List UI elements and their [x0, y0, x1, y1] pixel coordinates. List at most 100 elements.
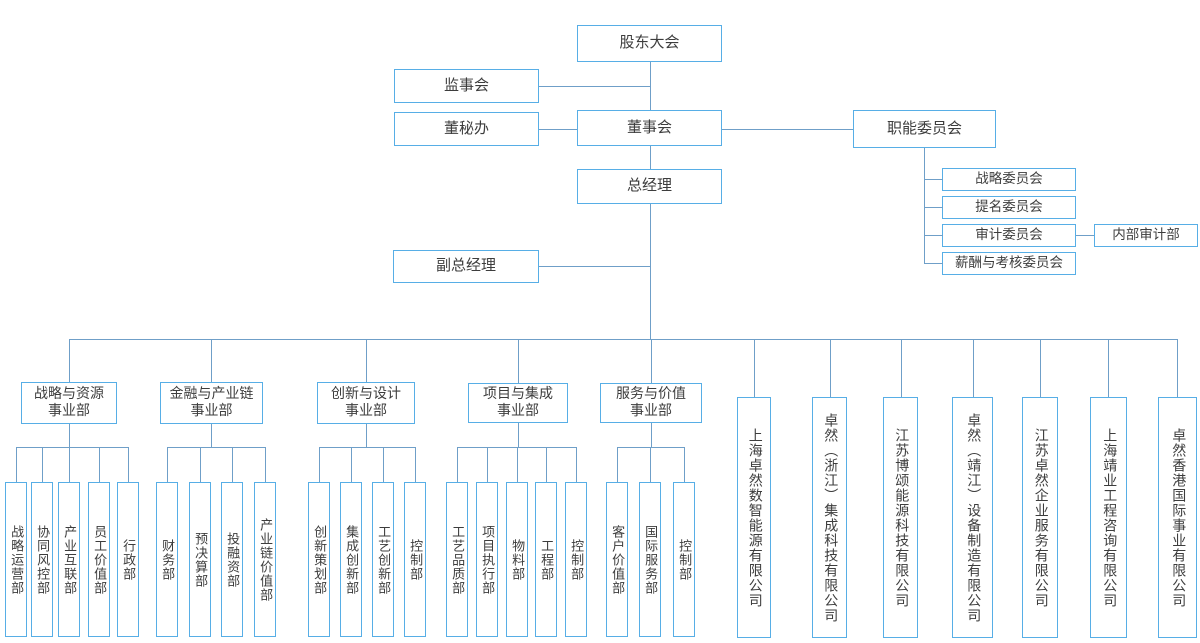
connector-line	[684, 447, 685, 482]
connector-line	[539, 129, 577, 130]
node-label: 卓然香港国际事业有限公司	[1170, 427, 1186, 608]
node-internal-audit-dept: 内部审计部	[1094, 224, 1198, 247]
connector-line	[457, 447, 458, 482]
connector-line	[319, 447, 320, 482]
node-label: 集成创新部	[344, 524, 360, 595]
connector-line	[232, 447, 233, 482]
connector-line	[69, 447, 70, 482]
node-label: 行政部	[121, 538, 137, 581]
node-label: 战略运营部	[9, 524, 25, 595]
node-division-strategy-resources: 战略与资源 事业部	[21, 382, 117, 424]
node-company-shanghai-zhuoran-digital-energy: 上海卓然数智能源有限公司	[737, 397, 771, 638]
connector-line	[924, 179, 943, 180]
node-dept-administration: 行政部	[117, 482, 139, 637]
node-dept-project-execution: 项目执行部	[476, 482, 498, 637]
connector-line	[722, 129, 853, 130]
node-label: 监事会	[443, 77, 489, 94]
connector-line	[167, 447, 168, 482]
node-label: 产业互联部	[62, 524, 78, 595]
connector-line	[576, 447, 577, 482]
node-label: 卓然（浙江）集成科技有限公司	[822, 412, 838, 623]
node-company-zhuoran-hongkong-international: 卓然香港国际事业有限公司	[1158, 397, 1197, 638]
node-dept-engineering: 工程部	[535, 482, 557, 637]
connector-line	[99, 447, 100, 482]
node-label: 创新策划部	[312, 524, 328, 595]
node-label: 服务与价值 事业部	[616, 386, 686, 420]
node-dept-employee-value: 员工价值部	[88, 482, 110, 637]
connector-line	[546, 447, 547, 482]
connector-line	[16, 447, 17, 482]
node-supervisory-board: 监事会	[394, 69, 539, 103]
connector-line	[924, 207, 943, 208]
node-company-zhuoran-zhejiang-integrated-tech: 卓然（浙江）集成科技有限公司	[812, 397, 847, 638]
node-committee-compensation-assessment: 薪酬与考核委员会	[942, 252, 1076, 275]
node-label: 控制部	[569, 538, 585, 581]
connector-line	[487, 447, 488, 482]
node-label: 预决算部	[193, 531, 209, 588]
connector-line	[69, 424, 70, 447]
node-label: 副总经理	[435, 258, 496, 275]
node-label: 股东大会	[619, 35, 680, 52]
node-label: 控制部	[677, 538, 693, 581]
connector-line	[319, 447, 416, 448]
connector-line	[167, 447, 266, 448]
node-label: 国际服务部	[643, 524, 659, 595]
node-committee-nomination: 提名委员会	[942, 196, 1076, 219]
node-dept-process-innovation: 工艺创新部	[372, 482, 394, 637]
connector-line	[265, 447, 266, 482]
connector-line	[1108, 339, 1109, 397]
node-label: 员工价值部	[92, 524, 108, 595]
node-dept-materials: 物料部	[506, 482, 528, 637]
connector-line	[518, 339, 519, 383]
node-company-jiangsu-zhuoran-enterprise-service: 江苏卓然企业服务有限公司	[1022, 397, 1058, 638]
node-shareholders-meeting: 股东大会	[577, 25, 722, 62]
node-label: 总经理	[626, 178, 672, 195]
connector-line	[651, 339, 652, 383]
connector-line	[42, 447, 43, 482]
node-label: 客户价值部	[610, 524, 626, 595]
connector-line	[366, 339, 367, 382]
node-label: 薪酬与考核委员会	[955, 255, 1063, 271]
node-dept-control-service-div: 控制部	[673, 482, 695, 637]
connector-line	[1177, 339, 1178, 397]
node-committee-strategy: 战略委员会	[942, 168, 1076, 191]
node-dept-integrated-innovation: 集成创新部	[340, 482, 362, 637]
node-label: 提名委员会	[975, 199, 1043, 215]
node-label: 江苏卓然企业服务有限公司	[1032, 427, 1048, 608]
connector-line	[650, 146, 651, 169]
node-label: 产业链价值部	[258, 517, 274, 602]
connector-line	[128, 447, 129, 482]
node-dept-industry-interconnection: 产业互联部	[58, 482, 80, 637]
connector-line	[415, 447, 416, 482]
node-general-manager: 总经理	[577, 169, 722, 204]
connector-line	[650, 447, 651, 482]
connector-line	[200, 447, 201, 482]
node-dept-finance: 财务部	[156, 482, 178, 637]
connector-line	[69, 339, 1178, 340]
node-label: 董事会	[626, 119, 672, 136]
connector-line	[518, 423, 519, 447]
node-label: 江苏博颂能源科技有限公司	[893, 427, 909, 608]
connector-line	[539, 266, 650, 267]
connector-line	[1076, 235, 1094, 236]
node-company-zhuoran-jingjiang-equipment-mfg: 卓然（靖江）设备制造有限公司	[952, 397, 993, 638]
node-label: 工艺创新部	[376, 524, 392, 595]
node-label: 内部审计部	[1112, 227, 1180, 243]
node-label: 工程部	[539, 538, 555, 581]
node-company-shanghai-jingye-engineering-consulting: 上海靖业工程咨询有限公司	[1090, 397, 1127, 638]
connector-line	[651, 423, 652, 447]
node-label: 协同风控部	[35, 524, 51, 595]
node-label: 战略与资源 事业部	[34, 386, 104, 420]
connector-line	[366, 424, 367, 447]
node-deputy-general-manager: 副总经理	[393, 250, 539, 283]
connector-line	[924, 235, 943, 236]
node-label: 卓然（靖江）设备制造有限公司	[965, 412, 981, 623]
connector-line	[211, 424, 212, 447]
connector-line	[16, 447, 129, 448]
node-division-finance-industry-chain: 金融与产业链 事业部	[160, 382, 263, 424]
node-dept-innovation-planning: 创新策划部	[308, 482, 330, 637]
node-label: 项目与集成 事业部	[483, 386, 553, 420]
connector-line	[901, 339, 902, 397]
connector-line	[617, 447, 685, 448]
